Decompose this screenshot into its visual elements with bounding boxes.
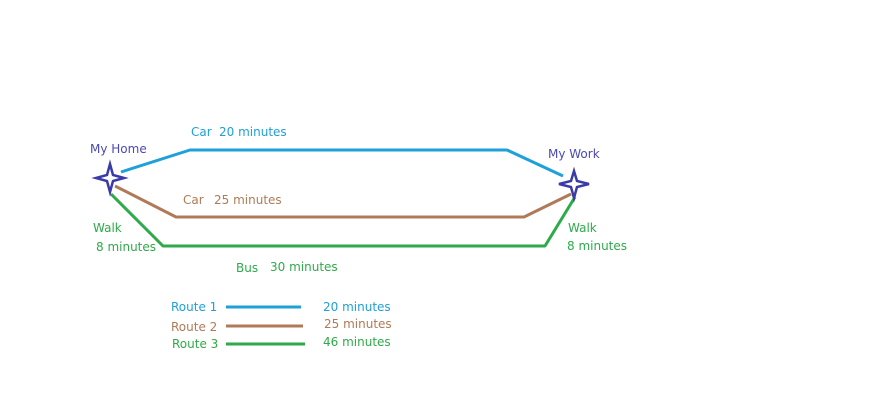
route-3-line bbox=[109, 192, 577, 248]
walk-home-mode-label: Walk bbox=[93, 221, 122, 235]
legend-route-3-time: 46 minutes bbox=[323, 335, 391, 349]
home-star-icon bbox=[91, 159, 129, 197]
route-1-mode-label: Car bbox=[191, 125, 212, 139]
legend-route-1-time: 20 minutes bbox=[323, 300, 391, 314]
walk-home-time-label: 8 minutes bbox=[96, 240, 157, 254]
legend-route-3-label: Route 3 bbox=[172, 337, 219, 351]
legend-route-2-label: Route 2 bbox=[171, 320, 218, 334]
legend-route-2-time: 25 minutes bbox=[324, 317, 392, 331]
route-2-line bbox=[114, 184, 572, 219]
home-label: My Home bbox=[90, 142, 147, 156]
walk-work-time-label: 8 minutes bbox=[567, 239, 628, 253]
route-1-line bbox=[120, 148, 564, 178]
route-1-time-label: 20 minutes bbox=[219, 125, 287, 139]
legend-route-1-label: Route 1 bbox=[171, 300, 218, 314]
walk-work-mode-label: Walk bbox=[568, 221, 597, 235]
route-2-time-label: 25 minutes bbox=[214, 193, 282, 207]
work-star-icon bbox=[558, 166, 590, 203]
bus-time-label: 30 minutes bbox=[270, 260, 338, 274]
bus-mode-label: Bus bbox=[236, 261, 259, 275]
work-label: My Work bbox=[548, 147, 600, 161]
route-2-mode-label: Car bbox=[183, 193, 204, 207]
